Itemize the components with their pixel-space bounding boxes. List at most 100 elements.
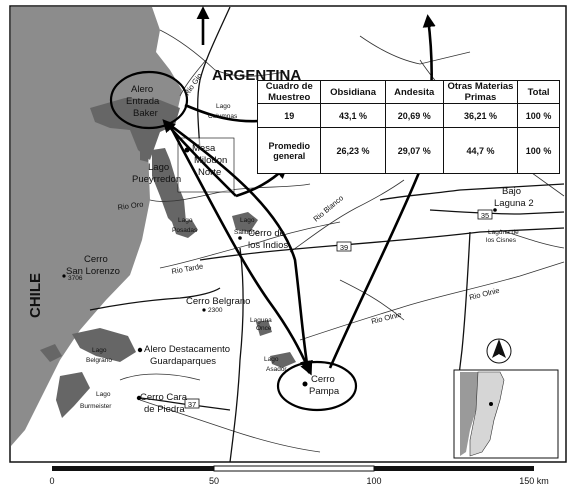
label-cerro-pampa-line1: Cerro bbox=[311, 374, 335, 385]
label-cerro-indios-2: los Indios bbox=[248, 240, 288, 251]
table-cell: Promedio general bbox=[256, 127, 322, 174]
river-south-2 bbox=[119, 373, 201, 381]
lake-asador bbox=[270, 352, 296, 368]
label-bajo-laguna-2: Laguna 2 bbox=[494, 198, 534, 209]
label-mesa-line1: Mesa bbox=[192, 143, 216, 154]
road-label-35: 35 bbox=[481, 211, 489, 220]
river-lagoon bbox=[499, 229, 565, 249]
river-south-1 bbox=[139, 399, 321, 453]
site-ring-cerro-pampa bbox=[276, 360, 358, 412]
table-cell: 20,69 % bbox=[384, 102, 444, 129]
inset-map bbox=[453, 369, 559, 459]
lake-pueyrredon bbox=[152, 148, 186, 228]
label-lago-burmeister-2: Burmeister bbox=[80, 403, 112, 410]
label-alero-destacamento-line2: Guardaparques bbox=[150, 356, 216, 367]
road-east-ns bbox=[455, 231, 471, 401]
arrow-baker-to-pampa-2 bbox=[169, 123, 313, 374]
lake-small-1 bbox=[40, 344, 62, 362]
lake-general-carrera bbox=[90, 98, 180, 160]
river-mid bbox=[339, 279, 405, 321]
table-cell: 19 bbox=[256, 102, 322, 129]
label-alero-line1: Alero bbox=[131, 84, 153, 95]
point-alero-destacamento bbox=[137, 347, 143, 353]
label-laguna-once-2: Once bbox=[256, 325, 272, 332]
label-san-lorenzo-elev: 3706 bbox=[68, 275, 83, 282]
river-north-line bbox=[159, 29, 286, 77]
point-cerro-san-lorenzo bbox=[62, 274, 66, 278]
table-cell: 100 % bbox=[517, 102, 560, 129]
label-cerro-belgrano: Cerro Belgrano bbox=[186, 296, 250, 307]
scale-bar: 0 50 100 150 km bbox=[49, 465, 549, 486]
label-mesa-line2: Milodon bbox=[194, 155, 227, 166]
label-lago-salitroso-1: Lago bbox=[240, 217, 255, 224]
road-label-37: 37 bbox=[188, 400, 196, 409]
site-points bbox=[62, 147, 497, 401]
table-header-row: Cuadro de Muestreo Obsidiana Andesita Ot… bbox=[256, 80, 560, 104]
label-belgrano-elev: 2300 bbox=[208, 307, 223, 314]
table-cell: 29,07 % bbox=[384, 127, 444, 174]
road-northeast bbox=[379, 183, 565, 201]
scale-label-0: 0 bbox=[49, 476, 54, 486]
river-gio-line bbox=[179, 59, 207, 97]
point-mesa-milodon bbox=[184, 147, 190, 153]
table-cell: 36,21 % bbox=[442, 102, 519, 129]
label-cerro-indios-1: Cerro de bbox=[248, 228, 285, 239]
country-label-argentina: ARGENTINA bbox=[212, 67, 301, 84]
table-row: Promedio general 26,23 % 29,07 % 44,7 % … bbox=[256, 127, 560, 174]
label-lago-pueyrredon-2: Pueyrredon bbox=[132, 174, 181, 185]
lake-salitroso bbox=[232, 212, 258, 232]
header-otras: Otras Materias Primas bbox=[442, 80, 519, 104]
label-lago-belgrano-1: Lago bbox=[92, 347, 107, 354]
scale-label-150: 150 km bbox=[519, 476, 549, 486]
label-lago-columnas-1: Lago bbox=[216, 103, 231, 110]
label-lago-asador-2: Asador bbox=[266, 366, 287, 373]
arrow-baker-to-pampa bbox=[166, 121, 313, 376]
label-bajo-laguna-1: Bajo bbox=[502, 186, 521, 197]
header-cuadro: Cuadro de Muestreo bbox=[256, 80, 322, 104]
label-cerro-san-lorenzo-1: Cerro bbox=[84, 254, 108, 265]
label-cerro-cara-line1: Cerro Cara bbox=[140, 392, 188, 403]
point-cerro-pampa bbox=[302, 381, 308, 387]
table-cell: 26,23 % bbox=[320, 127, 386, 174]
road-label-39: 39 bbox=[340, 243, 348, 252]
scale-label-100: 100 bbox=[366, 476, 381, 486]
table-cell: 43,1 % bbox=[320, 102, 386, 129]
site-ring-alero-entrada-baker bbox=[109, 70, 189, 130]
label-lago-posadas-1: Lago bbox=[178, 217, 193, 224]
header-andesita: Andesita bbox=[384, 80, 444, 104]
river-tarde-line bbox=[159, 221, 341, 269]
lake-burmeister bbox=[56, 372, 90, 418]
label-lago-asador-1: Lago bbox=[264, 356, 279, 363]
lake-posadas bbox=[172, 220, 198, 238]
svg-text:N: N bbox=[496, 348, 502, 357]
label-mesa-line3: Norte bbox=[198, 167, 221, 178]
lakes bbox=[40, 98, 296, 418]
label-lago-posadas-2: Posadas bbox=[172, 227, 198, 234]
lake-cochrane bbox=[140, 150, 150, 162]
label-alero-line3: Baker bbox=[133, 108, 158, 119]
north-arrow: N bbox=[486, 338, 512, 364]
label-lago-pueyrredon-1: Lago bbox=[148, 162, 169, 173]
label-laguna-cisnes-2: los Cisnes bbox=[486, 237, 517, 244]
label-cerro-san-lorenzo-2: San Lorenzo bbox=[66, 266, 120, 277]
scale-label-50: 50 bbox=[209, 476, 219, 486]
label-lago-belgrano-2: Belgrano bbox=[86, 357, 112, 364]
lake-belgrano bbox=[72, 328, 136, 362]
road-shields: 39 35 37 bbox=[184, 209, 493, 409]
table-row: 19 43,1 % 20,69 % 36,21 % 100 % bbox=[256, 102, 560, 129]
road-shield-37 bbox=[184, 398, 200, 409]
label-lago-burmeister-1: Lago bbox=[96, 391, 111, 398]
river-olnie-line bbox=[299, 261, 565, 341]
table-cell: 100 % bbox=[517, 127, 560, 174]
point-bajo-laguna bbox=[493, 208, 497, 212]
header-obsidiana: Obsidiana bbox=[320, 80, 386, 104]
lake-laguna-once bbox=[256, 320, 272, 336]
road-west bbox=[89, 287, 221, 311]
road-shield-39 bbox=[336, 241, 352, 252]
label-cerro-pampa-line2: Pampa bbox=[309, 386, 340, 397]
road-40-north bbox=[197, 6, 231, 151]
point-cerro-belgrano bbox=[202, 308, 206, 312]
road-shield-35 bbox=[477, 209, 493, 220]
table-cell: 44,7 % bbox=[442, 127, 519, 174]
